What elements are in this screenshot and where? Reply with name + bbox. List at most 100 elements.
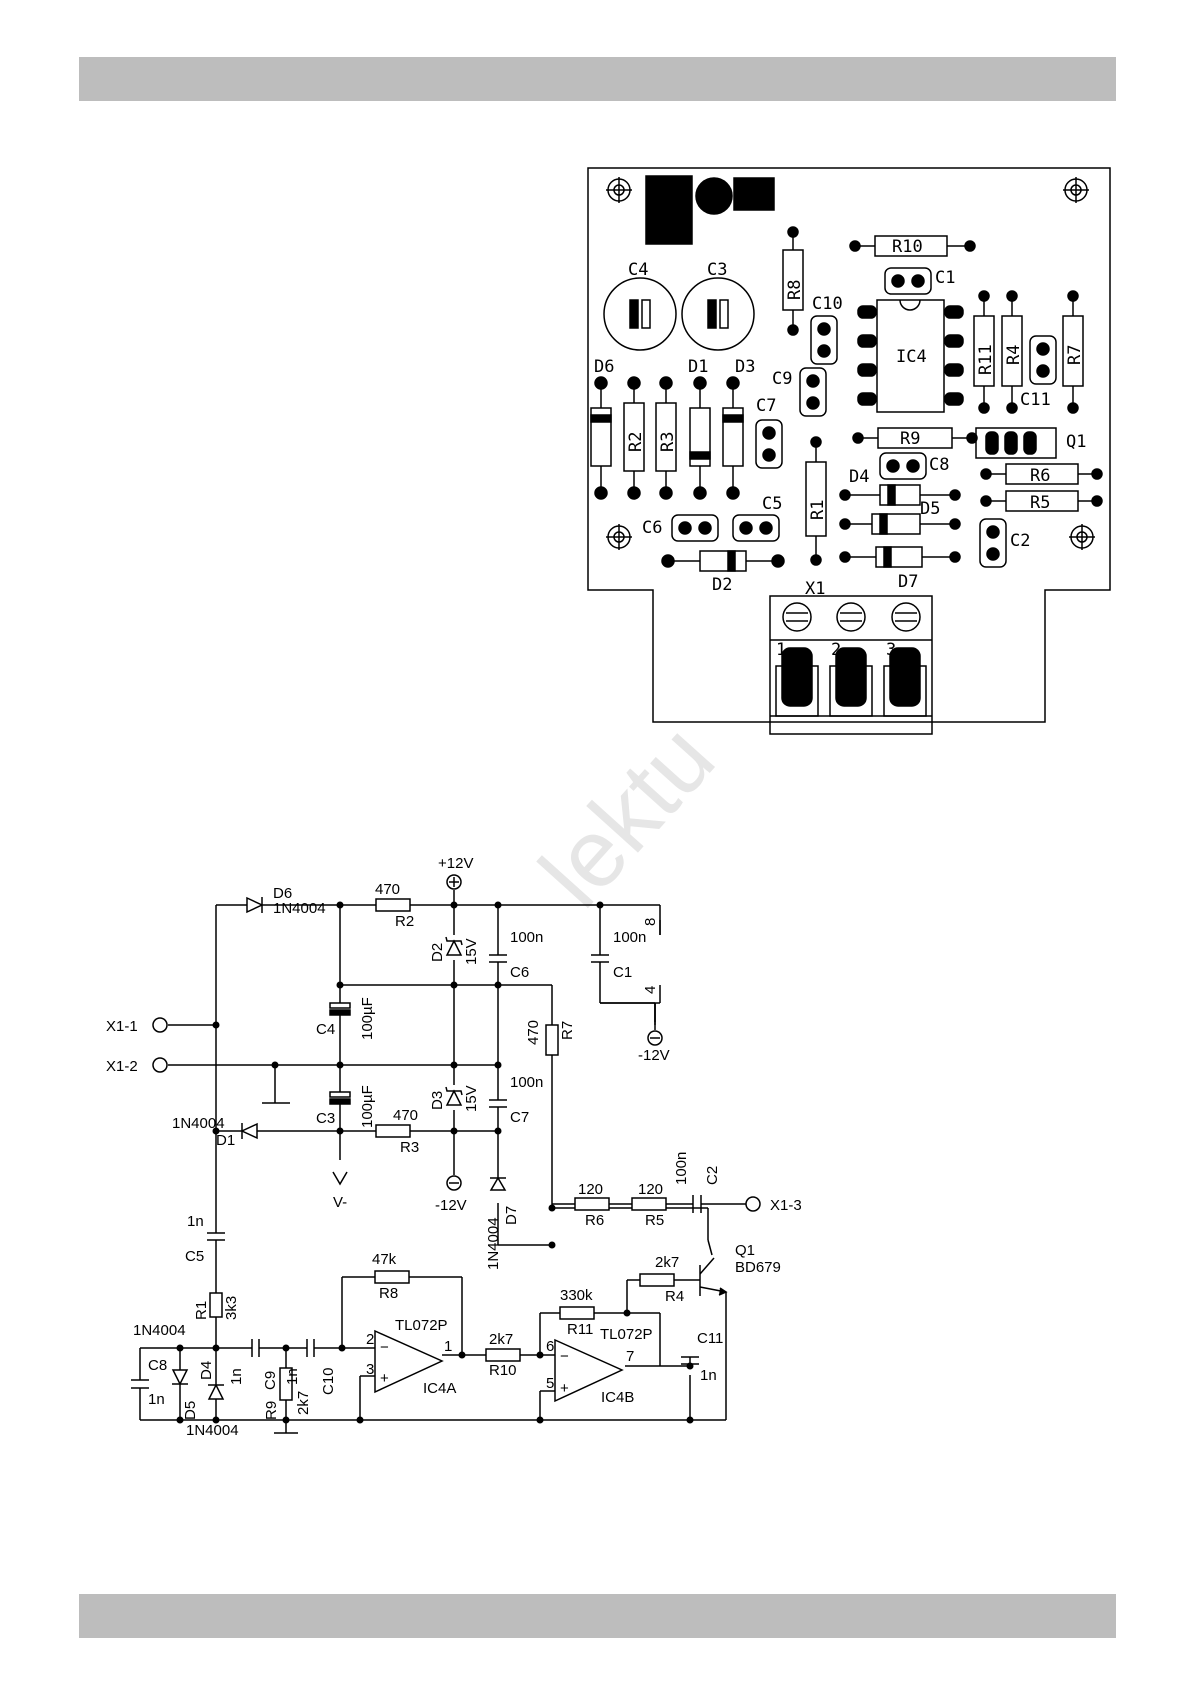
supply-pos-symbol: +12V	[438, 855, 473, 890]
svg-text:C11: C11	[697, 1330, 723, 1347]
svg-text:1n: 1n	[187, 1213, 204, 1230]
svg-text:R3: R3	[400, 1139, 419, 1156]
svg-text:−: −	[560, 1348, 569, 1365]
svg-text:C7: C7	[756, 396, 776, 416]
svg-text:C3: C3	[707, 260, 727, 280]
svg-text:2k7: 2k7	[489, 1331, 513, 1348]
svg-text:470: 470	[375, 881, 400, 898]
svg-text:D1: D1	[688, 357, 708, 377]
svg-text:R2: R2	[395, 913, 414, 930]
svg-text:3k3: 3k3	[223, 1296, 240, 1320]
svg-text:C8: C8	[929, 455, 949, 475]
watermark-text: lektu	[520, 705, 735, 927]
svg-text:+: +	[560, 1380, 569, 1397]
pcb-c1: C1	[884, 267, 955, 295]
pcb-d7: D7	[839, 546, 961, 592]
pcb-q1: Q1	[975, 427, 1086, 459]
svg-text:C9: C9	[262, 1371, 279, 1390]
capacitor-c11: C11 1n	[681, 1330, 723, 1384]
svg-text:X1-1: X1-1	[106, 1018, 138, 1035]
svg-text:D2: D2	[712, 575, 732, 595]
svg-text:R8: R8	[785, 280, 805, 300]
mounting-hole	[606, 524, 632, 550]
svg-text:R5: R5	[1030, 493, 1050, 513]
supply-neg-symbol-1: -12V	[435, 1175, 467, 1214]
svg-text:D1: D1	[216, 1132, 235, 1149]
opamp-ic4b: −+ 6 5 7 TL072P IC4B	[546, 1326, 653, 1406]
svg-text:R11: R11	[567, 1321, 593, 1338]
svg-text:6: 6	[546, 1338, 554, 1355]
svg-text:IC4B: IC4B	[601, 1389, 634, 1406]
svg-text:−: −	[380, 1339, 389, 1356]
mounting-hole	[606, 177, 632, 203]
pb-logo-text: Pb	[701, 188, 721, 208]
terminal-x1-1: X1-1	[106, 1017, 168, 1035]
svg-text:C1: C1	[935, 268, 955, 288]
pcb-c7: C7	[755, 396, 783, 469]
diode-d5: 1N4004 D5	[133, 1322, 199, 1420]
svg-text:100n: 100n	[510, 1074, 543, 1091]
svg-text:1n: 1n	[700, 1367, 717, 1384]
ce-logo-text: CE	[738, 187, 758, 207]
pcb-ic4: IC4	[857, 299, 964, 413]
svg-text:R2: R2	[626, 432, 646, 452]
svg-text:1N4004: 1N4004	[485, 1217, 502, 1270]
svg-text:1n: 1n	[228, 1368, 245, 1385]
svg-text:D3: D3	[429, 1091, 446, 1110]
pcb-r5: R5	[980, 490, 1103, 513]
svg-text:+12V: +12V	[438, 855, 473, 872]
svg-text:2k7: 2k7	[295, 1391, 312, 1415]
svg-text:1N4004: 1N4004	[273, 900, 326, 917]
ce-logo-icon	[733, 177, 775, 211]
pcb-r2: R2	[623, 376, 646, 500]
svg-text:3: 3	[366, 1361, 374, 1378]
svg-text:C8: C8	[148, 1357, 167, 1374]
junction-dots-amp	[176, 1309, 694, 1424]
svg-text:R6: R6	[1030, 466, 1050, 486]
svg-text:D5: D5	[920, 499, 940, 519]
supply-neg-symbol-2: -12V	[638, 1003, 670, 1064]
pcb-c11: C11	[1020, 335, 1057, 410]
svg-text:1n: 1n	[284, 1368, 301, 1385]
diode-d7: 1N4004 D7	[485, 1176, 520, 1270]
pcb-layout: Pb CE C4 C3 R8 R10 C1 C10 C9 IC4 R11 R4 …	[587, 167, 1111, 735]
pcb-x1-terminal: X1 1 2 3	[769, 579, 933, 735]
terminal-x1-3: X1-3	[745, 1196, 802, 1214]
svg-text:470: 470	[393, 1107, 418, 1124]
pcb-c2: C2	[979, 518, 1030, 568]
pcb-c4: C4	[603, 260, 677, 351]
v-minus-symbol: V-	[332, 1171, 348, 1211]
svg-text:330k: 330k	[560, 1287, 593, 1304]
svg-text:C11: C11	[1020, 390, 1051, 410]
pcb-r6: R6	[980, 463, 1103, 486]
svg-text:D7: D7	[503, 1206, 520, 1225]
svg-text:C7: C7	[510, 1109, 529, 1126]
resistor-r1: R1 3k3	[193, 1292, 240, 1320]
svg-text:100n: 100n	[673, 1152, 690, 1185]
svg-text:4: 4	[642, 986, 659, 994]
svg-text:X1-2: X1-2	[106, 1058, 138, 1075]
capacitor-c3: C3 100µF	[316, 1085, 376, 1128]
svg-text:TL072P: TL072P	[600, 1326, 653, 1343]
svg-text:1N4004: 1N4004	[186, 1422, 239, 1439]
svg-text:C6: C6	[642, 518, 662, 538]
svg-text:2k7: 2k7	[655, 1254, 679, 1271]
svg-text:1: 1	[444, 1338, 452, 1355]
pb-logo-icon	[695, 177, 733, 215]
svg-text:470: 470	[525, 1020, 542, 1045]
footer-bar	[79, 1594, 1116, 1638]
capacitor-c9: 1n C9	[228, 1339, 279, 1390]
svg-text:1: 1	[776, 640, 786, 660]
capacitor-c4: C4 100µF	[316, 997, 376, 1040]
resistor-r7: 470 R7	[525, 1020, 576, 1056]
svg-text:C4: C4	[628, 260, 648, 280]
svg-text:2: 2	[831, 640, 841, 660]
